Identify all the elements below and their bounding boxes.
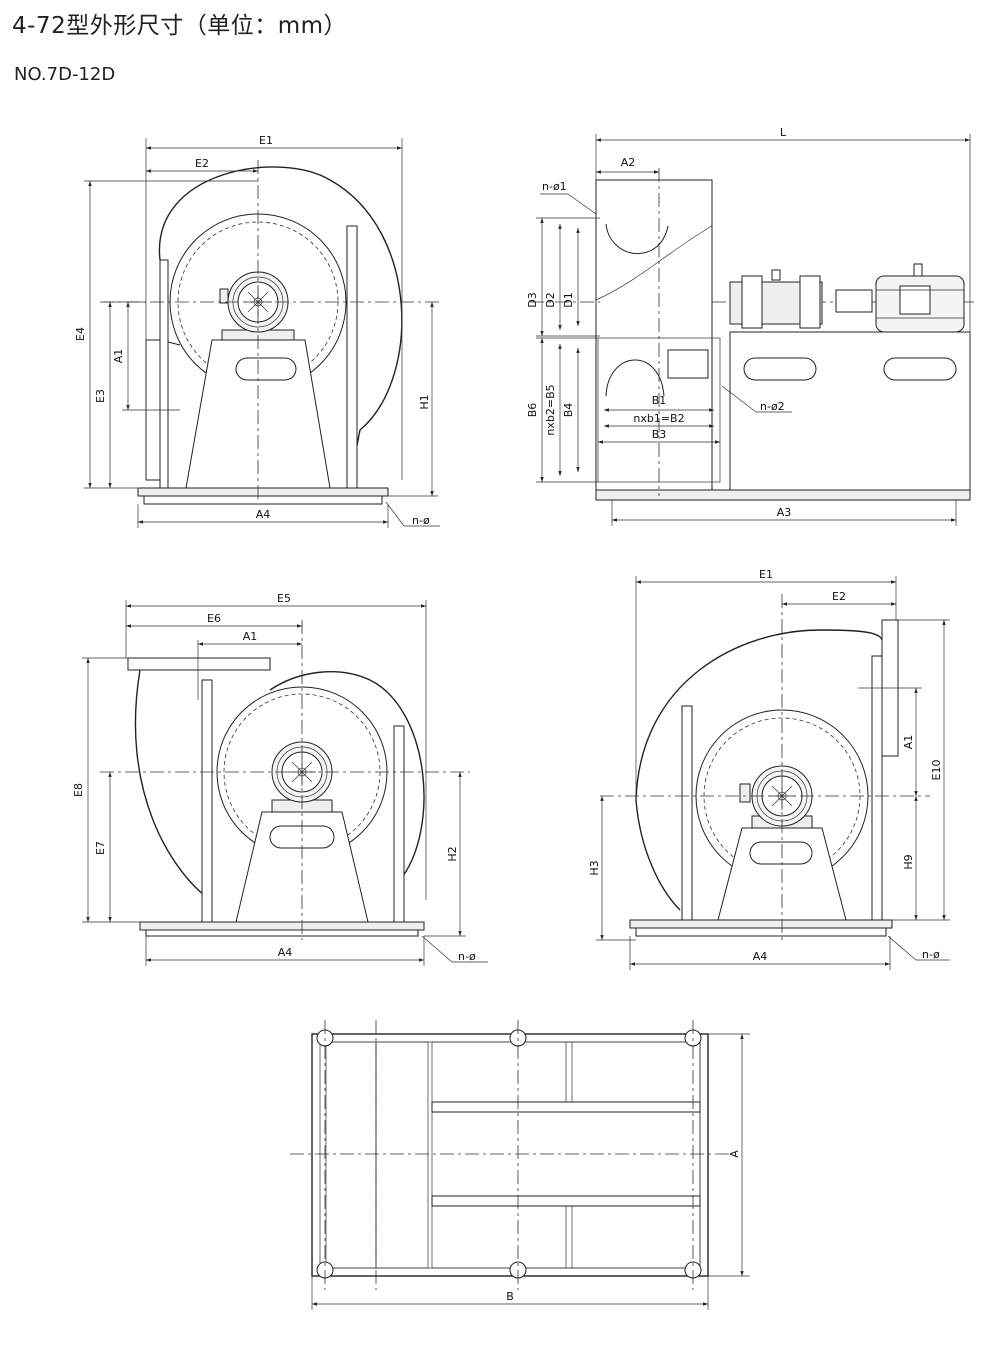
dim-a2-label: A2: [621, 156, 636, 169]
dim-d2-label: D2: [544, 292, 557, 307]
dim-a4-label: A4: [278, 946, 293, 959]
dim-e6-label: E6: [207, 612, 221, 625]
dim-a4-label: A4: [753, 950, 768, 963]
dim-h2-label: H2: [446, 846, 459, 861]
dim-e2-label: E2: [195, 157, 209, 170]
dim-n-phi2-label: n-ø2: [760, 400, 785, 413]
dim-h3-label: H3: [588, 860, 601, 875]
dim-n-phi1-label: n-ø1: [542, 180, 567, 193]
dim-a-label: A: [728, 1150, 741, 1158]
dim-n-phi-label: n-ø: [922, 948, 940, 961]
dim-a3-label: A3: [777, 506, 792, 519]
dim-e3-label: E3: [94, 389, 107, 403]
dim-b3-label: B3: [652, 428, 667, 441]
dim-a1-label: A1: [902, 735, 915, 750]
dim-nxb2-label: nxb2=B5: [544, 384, 557, 435]
dim-b-label: B: [506, 1290, 514, 1303]
dim-n-phi-label: n-ø: [458, 950, 476, 963]
dim-a1-label: A1: [112, 349, 125, 364]
dim-e2-label: E2: [832, 590, 846, 603]
dim-e7-label: E7: [94, 841, 107, 855]
dim-a4-label: A4: [256, 508, 271, 521]
model-number: NO.7D-12D: [14, 64, 116, 85]
dim-e5-label: E5: [277, 592, 291, 605]
dim-e1-label: E1: [259, 134, 273, 147]
dim-e4-label: E4: [74, 327, 87, 341]
dim-b6-label: B6: [526, 403, 539, 418]
base-plan-view: A B: [290, 1020, 750, 1310]
page-title: 4-72型外形尺寸（单位：mm）: [12, 13, 348, 39]
front-view-top-outlet: E5 E6 A1 E8 E7 H2 A4 n-ø: [72, 592, 488, 966]
dim-b4-label: B4: [562, 403, 575, 418]
dim-e1-label: E1: [759, 568, 773, 581]
dim-e10-label: E10: [930, 760, 943, 781]
dim-h1-label: H1: [418, 394, 431, 409]
dim-e8-label: E8: [72, 783, 85, 797]
dim-h9-label: H9: [902, 854, 915, 869]
side-view-with-motor: B1 nxb1=B2 B3 L A2 n-ø1: [526, 126, 974, 526]
dim-l-label: L: [780, 126, 787, 139]
dim-a1-label: A1: [243, 630, 258, 643]
front-view-left-outlet: E1 E2 E4 E3 A1 H1 A4 n-ø: [74, 134, 440, 528]
dim-n-phi-label: n-ø: [412, 514, 430, 527]
front-view-right-outlet: E1 E2 E10 A1 H9 H3 A4 n-ø: [588, 568, 950, 970]
dim-d1-label: D1: [562, 292, 575, 307]
dim-d3-label: D3: [526, 292, 539, 307]
